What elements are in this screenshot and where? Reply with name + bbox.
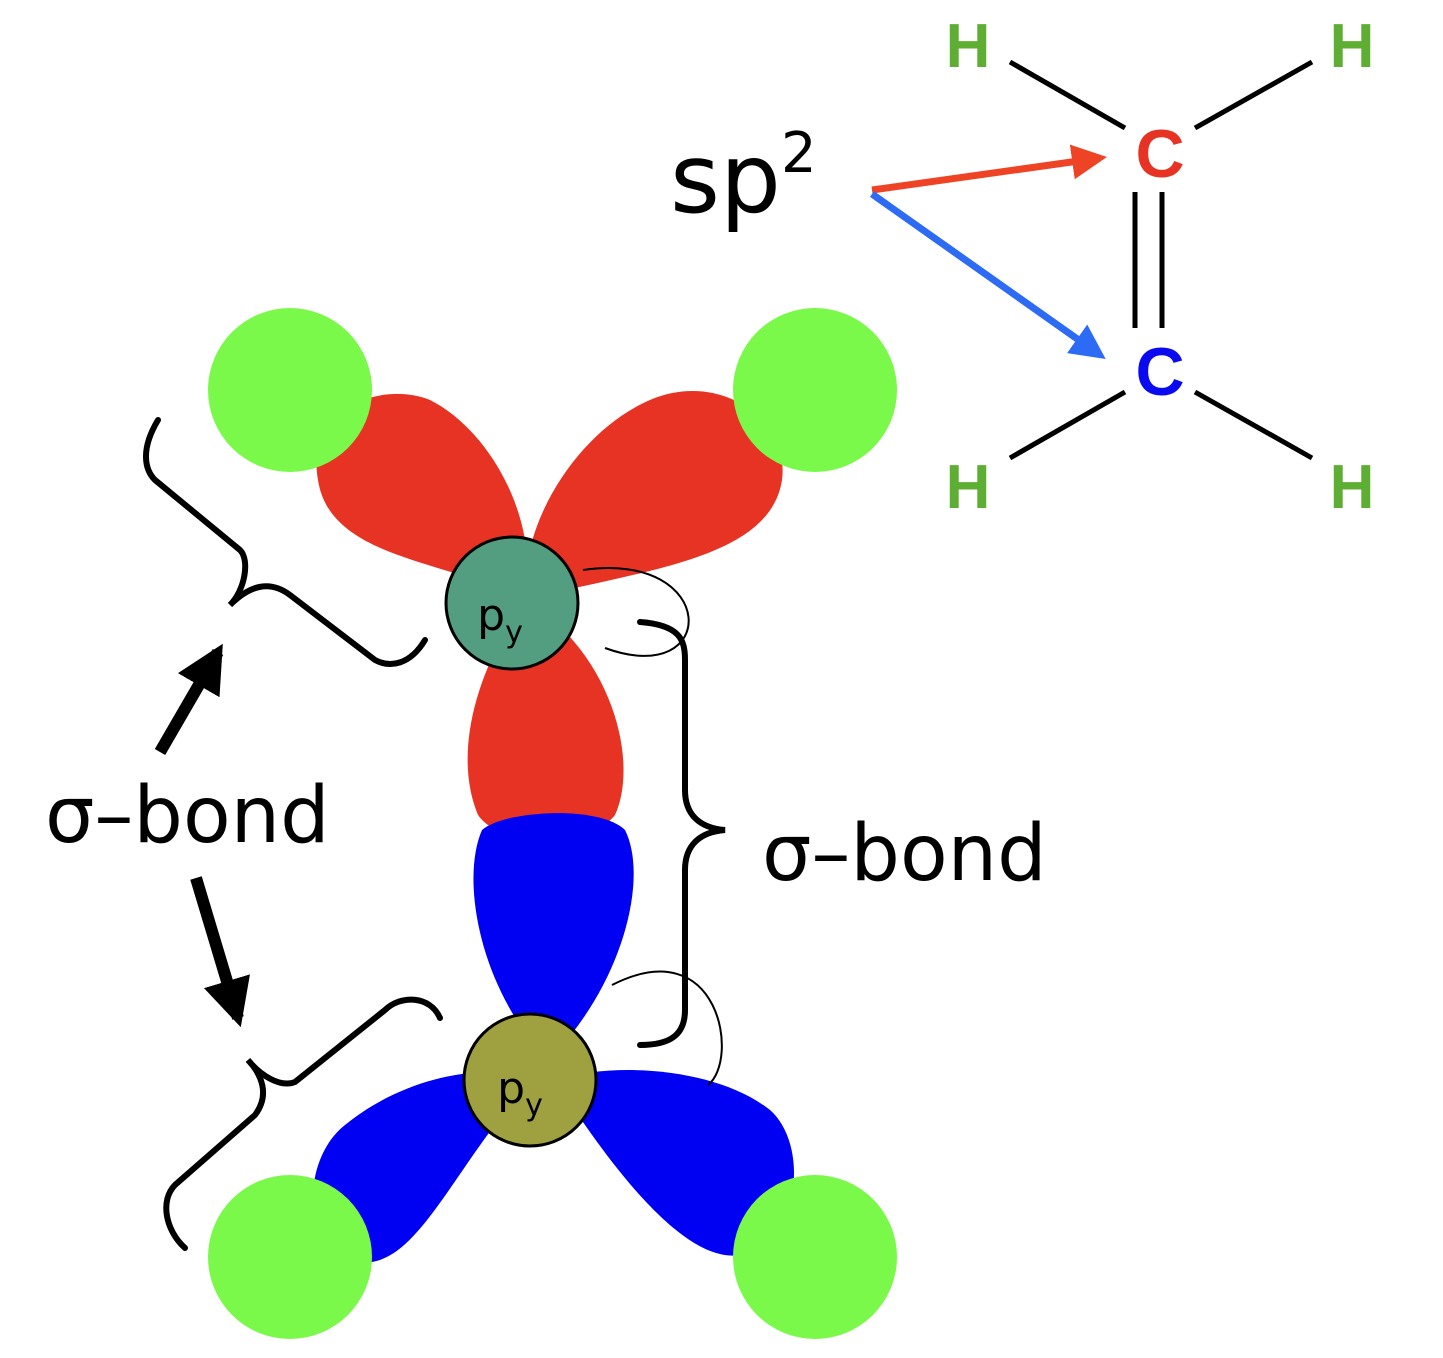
sp2-label-base: sp: [670, 123, 781, 235]
arrow-sigma-to-lower-brace: [190, 876, 250, 1028]
hydrogen-sphere-top-left: [208, 308, 372, 472]
svg-text:py: py: [477, 590, 523, 650]
atom-h-top-right: H: [1330, 12, 1375, 81]
svg-text:py: py: [497, 1063, 543, 1123]
hydrogen-sphere-bottom-right: [733, 1175, 897, 1339]
sp2-label: sp2: [670, 121, 817, 235]
p-orbital-bottom-subscript: y: [525, 1088, 543, 1123]
sp2-arrow-to-top-carbon: [871, 144, 1107, 194]
arrow-sigma-to-upper-brace: [154, 643, 224, 756]
bottom-right-hybrid-lobe: [555, 1070, 794, 1256]
brace-upper-left: [143, 417, 428, 667]
top-right-hybrid-lobe: [524, 391, 783, 600]
brace-lower-left: [163, 996, 443, 1251]
atom-c-top: C: [1135, 116, 1184, 192]
bond-h-bottom-right: [1193, 389, 1314, 461]
brace-right: [637, 619, 726, 1048]
atom-c-bottom: C: [1135, 334, 1184, 410]
sigma-bond-label-right: σ–bond: [762, 809, 1047, 899]
atom-h-top-left: H: [946, 12, 991, 81]
p-orbital-top-subscript: y: [505, 615, 523, 650]
bond-h-top-left: [1008, 59, 1127, 131]
sigma-bond-label-left: σ–bond: [45, 771, 330, 861]
bottom-up-hybrid-lobe: [473, 813, 634, 1060]
hydrogen-sphere-top-right: [733, 308, 897, 472]
atom-h-bottom-left: H: [946, 453, 991, 522]
p-orbital-top-label: p: [477, 590, 505, 641]
sp2-label-superscript: 2: [781, 121, 817, 186]
ethylene-structure: H H C C H H: [946, 12, 1375, 522]
bond-angle-arc-bottom: [611, 970, 723, 1086]
bond-h-top-right: [1193, 59, 1314, 131]
p-orbital-top: py: [444, 535, 580, 671]
p-orbital-bottom: py: [462, 1012, 598, 1148]
p-orbital-bottom-label: p: [497, 1063, 525, 1114]
atom-h-bottom-right: H: [1330, 453, 1375, 522]
bond-h-bottom-left: [1008, 389, 1127, 461]
bond-angle-arc-top: [582, 567, 690, 657]
sp2-arrow-to-bottom-carbon: [869, 191, 1106, 360]
hydrogen-sphere-bottom-left: [208, 1175, 372, 1339]
